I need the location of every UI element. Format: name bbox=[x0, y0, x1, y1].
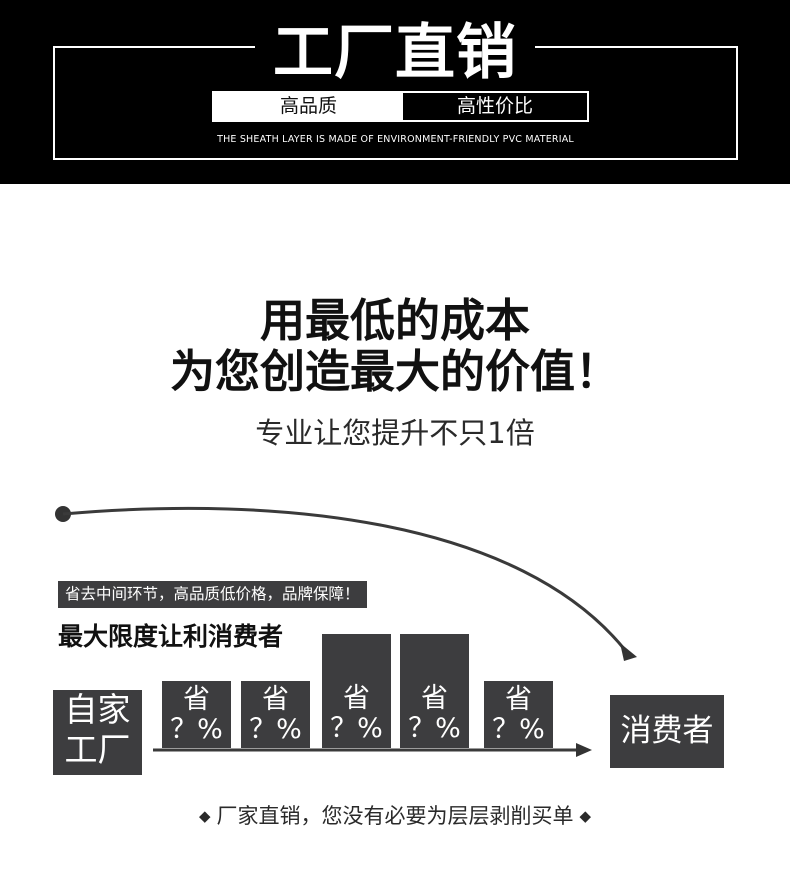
header-subtitle: THE SHEATH LAYER IS MADE OF ENVIRONMENT-… bbox=[217, 134, 574, 145]
source-line-2: 工厂 bbox=[64, 730, 131, 769]
bar-value: ？% bbox=[249, 714, 302, 745]
savings-tag: 省去中间环节，高品质低价格，品牌保障！ bbox=[58, 581, 367, 608]
bar-label: 省 bbox=[505, 684, 532, 715]
badge-high-value: 高性价比 bbox=[403, 93, 587, 120]
savings-bar: 省 ？% bbox=[322, 634, 391, 748]
baseline-arrowhead bbox=[576, 743, 592, 757]
footer-text: 厂家直销，您没有必要为层层剥削买单 bbox=[216, 804, 574, 828]
savings-bar: 省 ？% bbox=[400, 634, 469, 748]
header-title-backdrop: 工厂直销 bbox=[255, 18, 535, 88]
headline-subline: 专业让您提升不只1倍 bbox=[255, 416, 535, 450]
diamond-bullet-icon: ◆ bbox=[198, 807, 211, 825]
footer-note: ◆ 厂家直销，您没有必要为层层剥削买单 ◆ bbox=[0, 800, 790, 830]
source-line-1: 自家 bbox=[64, 690, 131, 729]
bar-value: ？% bbox=[492, 714, 545, 745]
header-banner: 工厂直销 高品质 高性价比 THE SHEATH LAYER IS MADE O… bbox=[0, 0, 790, 184]
bar-value: ？% bbox=[170, 714, 223, 745]
bar-value: ？% bbox=[408, 713, 461, 744]
bar-label: 省 bbox=[421, 683, 448, 714]
bar-value: ？% bbox=[330, 713, 383, 744]
curve-arrow-line bbox=[62, 506, 627, 651]
header-title: 工厂直销 bbox=[273, 18, 517, 88]
savings-bar: 省 ？% bbox=[241, 681, 310, 748]
consumer-box: 消费者 bbox=[610, 695, 724, 768]
savings-bar: 省 ？% bbox=[484, 681, 553, 748]
max-benefit-text: 最大限度让利消费者 bbox=[58, 622, 284, 651]
bar-label: 省 bbox=[183, 684, 210, 715]
curve-arrowhead bbox=[620, 643, 637, 661]
header-badges: 高品质 高性价比 bbox=[212, 91, 589, 122]
badge-high-quality: 高品质 bbox=[214, 93, 403, 120]
headline-line-1: 用最低的成本 bbox=[259, 294, 530, 347]
diamond-bullet-icon: ◆ bbox=[579, 807, 592, 825]
bar-label: 省 bbox=[262, 684, 289, 715]
bar-label: 省 bbox=[343, 683, 370, 714]
source-factory-box: 自家 工厂 bbox=[53, 690, 142, 775]
savings-bar: 省 ？% bbox=[162, 681, 231, 748]
headline-line-2: 为您创造最大的价值！ bbox=[169, 345, 620, 398]
